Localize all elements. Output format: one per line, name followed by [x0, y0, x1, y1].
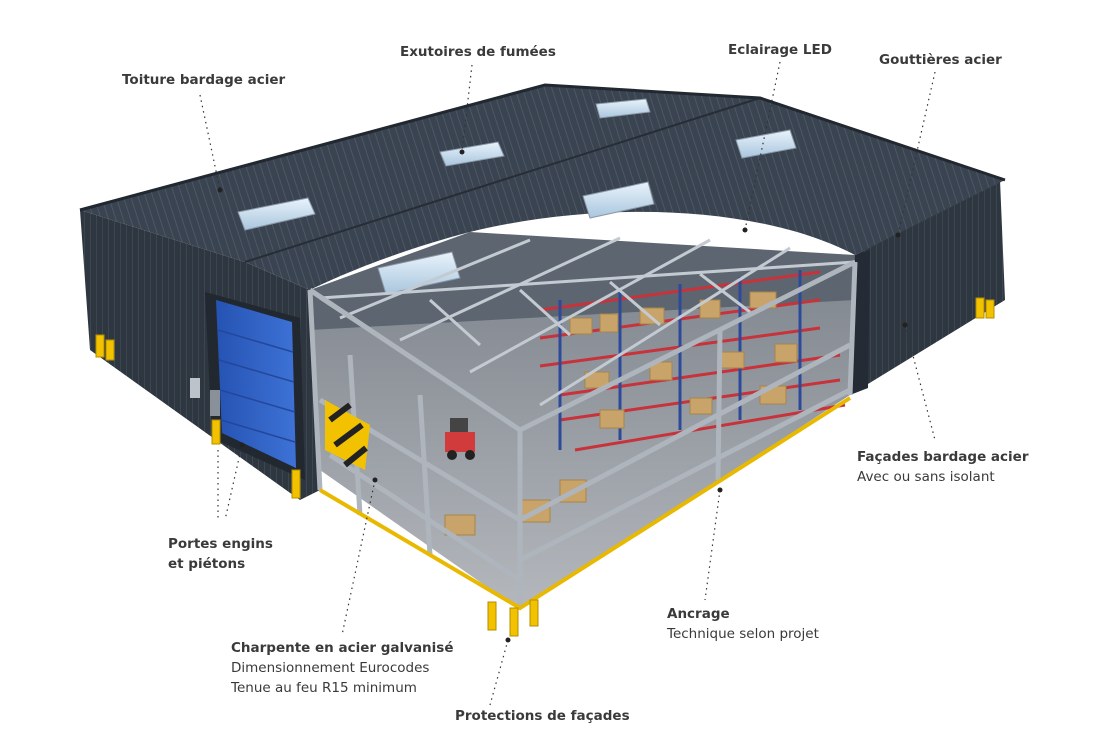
callout-gouttieres-title: Gouttières acier	[879, 52, 1002, 68]
callout-charpente: Charpente en acier galvanisé Dimensionne…	[231, 638, 454, 698]
callout-protections-title: Protections de façades	[455, 708, 630, 724]
callout-charpente-title: Charpente en acier galvanisé	[231, 640, 454, 656]
front-steel-frame	[307, 259, 858, 608]
leader-dots	[217, 149, 908, 643]
callout-facades-subtitle: Avec ou sans isolant	[857, 469, 995, 485]
callout-portes: Portes engins et piétons	[168, 534, 273, 574]
roof-ridge	[244, 97, 761, 263]
right-wall	[850, 180, 1005, 395]
callout-charpente-subtitle1: Dimensionnement Eurocodes	[231, 660, 430, 676]
callout-portes-line2: et piétons	[168, 556, 246, 572]
callout-portes-line1: Portes engins	[168, 536, 273, 552]
sectional-door	[190, 292, 305, 480]
callout-gouttieres: Gouttières acier	[879, 50, 1002, 70]
callout-charpente-subtitle2: Tenue au feu R15 minimum	[231, 680, 417, 696]
hazard-stripes	[325, 400, 370, 470]
callout-ancrage-subtitle: Technique selon projet	[667, 626, 819, 642]
callout-eclairage: Eclairage LED	[728, 40, 832, 60]
leader-lines	[199, 61, 936, 706]
roof-edge	[79, 83, 1006, 212]
callout-protections: Protections de façades	[455, 706, 630, 726]
forklift	[445, 418, 475, 460]
floor-edge-line	[318, 396, 852, 611]
smoke-vents	[237, 98, 797, 295]
facade-protection-bollards	[95, 297, 995, 637]
callout-exutoires-title: Exutoires de fumées	[400, 44, 556, 60]
callout-facades-title: Façades bardage acier	[857, 449, 1029, 465]
callout-exutoires: Exutoires de fumées	[400, 42, 556, 62]
callout-facades: Façades bardage acier Avec ou sans isola…	[857, 447, 1029, 487]
callout-ancrage: Ancrage Technique selon projet	[667, 604, 819, 644]
callout-eclairage-title: Eclairage LED	[728, 42, 832, 58]
callout-toiture: Toiture bardage acier	[122, 70, 285, 90]
callout-toiture-title: Toiture bardage acier	[122, 72, 286, 88]
callout-ancrage-title: Ancrage	[667, 606, 730, 622]
